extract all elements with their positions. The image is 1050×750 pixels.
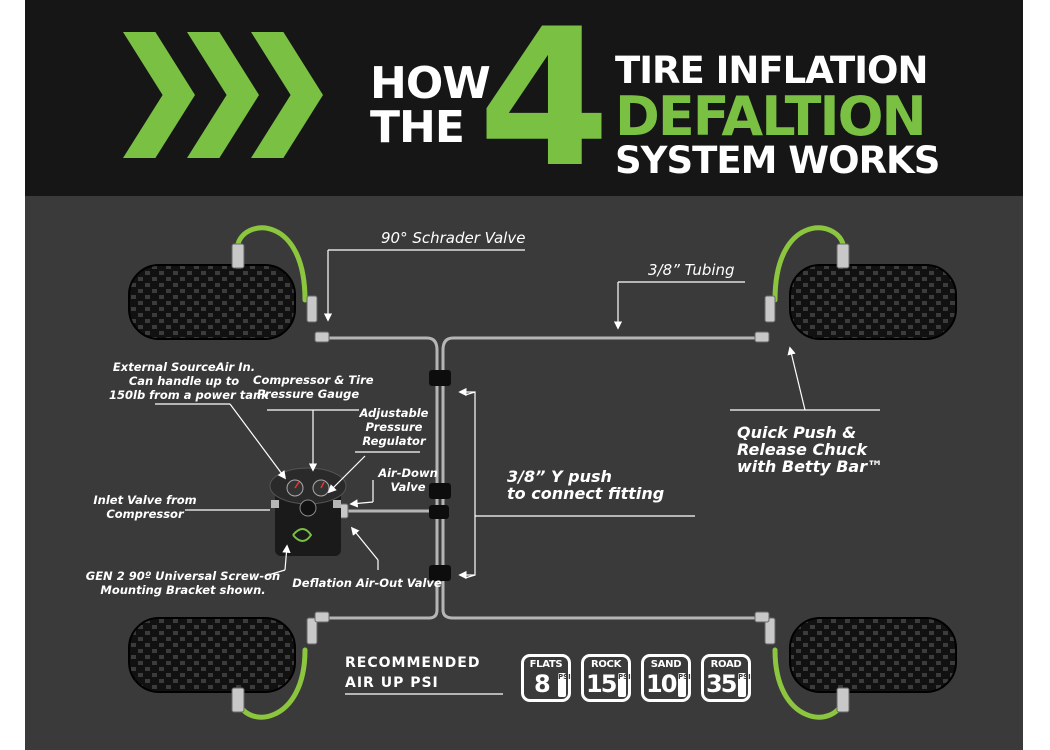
chevron-arrow-icon <box>123 32 195 158</box>
title-the: THE <box>370 102 465 153</box>
label-line: Pressure Gauge <box>256 387 360 401</box>
label-line: Mounting Bracket shown. <box>100 583 266 597</box>
tire-rear-right <box>789 617 957 693</box>
infographic: HOW THE 4 TIRE INFLATION DEFALTION SYSTE… <box>25 0 1023 750</box>
label-mounting-bracket: GEN 2 90º Universal Screw-on Mounting Br… <box>83 569 283 597</box>
title-how: HOW <box>370 58 491 109</box>
psi-badge-flats: FLATS 8 PSI <box>521 654 571 702</box>
label-y-push-fitting: 3/8” Y push to connect fitting <box>507 468 664 502</box>
label-compressor-gauge: Compressor & Tire Pressure Gauge <box>253 373 374 401</box>
label-tubing: 3/8” Tubing <box>648 261 735 279</box>
badge-unit: PSI <box>558 673 571 697</box>
heading-line-1: RECOMMENDED <box>345 655 481 671</box>
badge-label: ROAD <box>710 659 742 670</box>
label-external-source: External SourceAir In. Can handle up to … <box>109 360 269 402</box>
tire-front-right <box>789 264 957 340</box>
label-line: Adjustable <box>359 406 429 420</box>
label-deflation-valve: Deflation Air-Out Valve <box>292 576 442 590</box>
badge-label: ROCK <box>590 659 622 670</box>
title-line-3: SYSTEM WORKS <box>615 139 940 182</box>
label-line: Can handle up to <box>128 374 240 388</box>
badge-unit: PSI <box>738 673 751 697</box>
label-quick-push-chuck: Quick Push & Release Chuck with Betty Ba… <box>737 424 883 475</box>
psi-badge-sand: SAND 10 PSI <box>641 654 691 702</box>
chevron-arrow-icon <box>187 32 259 158</box>
title-number: 4 <box>478 0 610 209</box>
label-line: Valve <box>390 480 426 494</box>
label-line: Pressure <box>365 420 423 434</box>
label-inlet-valve: Inlet Valve from Compressor <box>85 493 205 521</box>
label-line: Regulator <box>362 434 426 448</box>
label-line: with Betty Bar™ <box>737 457 884 476</box>
title-line-1: TIRE INFLATION <box>615 49 928 92</box>
heading-line-2: AIR UP PSI <box>345 675 439 691</box>
label-line: External SourceAir In. <box>112 360 256 374</box>
label-pressure-regulator: Adjustable Pressure Regulator <box>357 406 431 448</box>
psi-badge-rock: ROCK 15 PSI <box>581 654 631 702</box>
tire-front-left <box>128 264 296 340</box>
label-line: Release Chuck <box>737 440 868 459</box>
label-line: 3/8” Y push <box>507 467 612 486</box>
badge-value: 10 <box>646 670 677 698</box>
tire-rear-left <box>128 617 296 693</box>
label-air-down-valve: Air-Down Valve <box>377 466 439 494</box>
title-line-2: DEFALTION <box>615 85 927 148</box>
label-line: Inlet Valve from <box>93 493 197 507</box>
header-banner: HOW THE 4 TIRE INFLATION DEFALTION SYSTE… <box>25 0 1023 196</box>
psi-badge-road: ROAD 35 PSI <box>701 654 751 702</box>
badge-value: 35 <box>706 670 737 698</box>
compressor-gauge-unit <box>269 467 347 556</box>
badge-value: 8 <box>534 670 551 698</box>
badge-unit: PSI <box>618 673 631 697</box>
valve-fittings <box>231 243 850 713</box>
recommended-psi-heading: RECOMMENDED AIR UP PSI <box>345 653 480 693</box>
badge-unit: PSI <box>678 673 691 697</box>
callout-lines <box>155 249 880 695</box>
label-line: Compressor <box>106 507 184 521</box>
label-line: to connect fitting <box>507 484 665 503</box>
badge-label: SAND <box>650 659 682 670</box>
y-fittings <box>429 370 451 581</box>
chevron-arrow-icon <box>251 32 323 158</box>
label-line: GEN 2 90º Universal Screw-on <box>85 569 281 583</box>
label-line: Quick Push & <box>737 423 857 442</box>
badge-value: 15 <box>586 670 617 698</box>
tubing-lines <box>325 336 765 620</box>
label-line: Air-Down <box>378 466 438 480</box>
label-schrader-valve: 90° Schrader Valve <box>381 229 526 247</box>
label-line: 150lb from a power tank <box>109 388 269 402</box>
system-diagram <box>128 225 957 720</box>
label-line: Compressor & Tire <box>253 373 374 387</box>
badge-label: FLATS <box>529 659 563 670</box>
